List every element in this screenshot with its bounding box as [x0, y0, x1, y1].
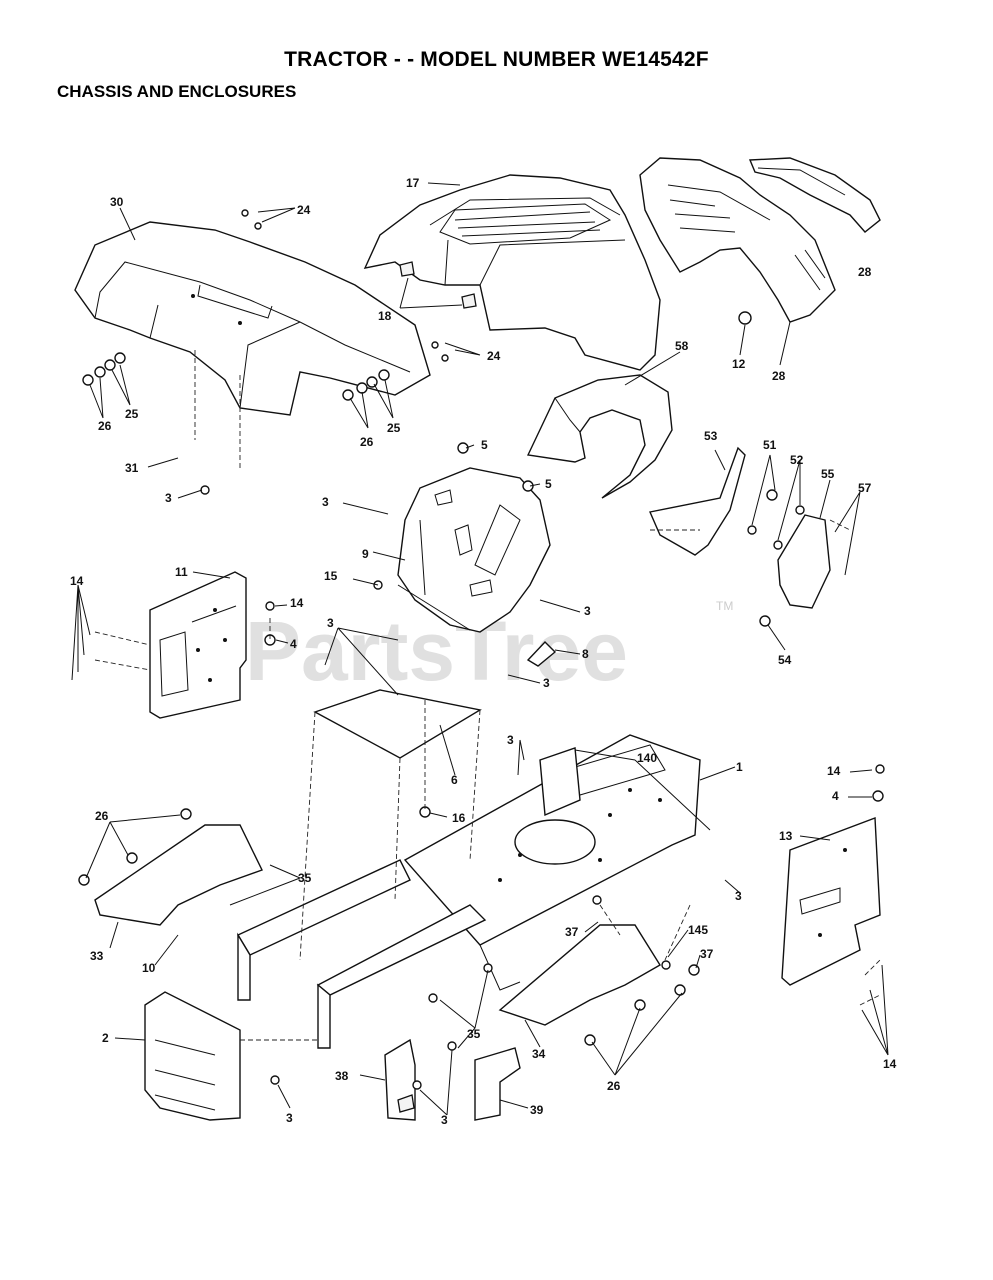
callout-5: 5	[481, 438, 488, 452]
callout-145: 145	[688, 923, 708, 937]
callouts: 17 30 24 28 18 24 12 28 58 25 26 25 26 5…	[70, 176, 897, 1127]
callout-4: 4	[832, 789, 839, 803]
hood	[363, 174, 661, 371]
callout-38: 38	[335, 1069, 349, 1083]
diagram-title: TRACTOR - - MODEL NUMBER WE14542F	[284, 48, 709, 71]
leader-lines	[71, 182, 889, 1116]
callout-3: 3	[543, 676, 550, 690]
callout-25: 25	[387, 421, 401, 435]
callout-24: 24	[487, 349, 501, 363]
callout-14: 14	[290, 596, 304, 610]
watermark-tm: TM	[716, 599, 733, 613]
callout-12: 12	[732, 357, 746, 371]
callout-33: 33	[90, 949, 104, 963]
front-bracket	[539, 747, 581, 817]
callout-37: 37	[565, 925, 579, 939]
callout-14: 14	[70, 574, 84, 588]
callout-28: 28	[858, 265, 872, 279]
watermark: PartsTree	[245, 604, 628, 698]
callout-35: 35	[467, 1027, 481, 1041]
callout-26: 26	[98, 419, 112, 433]
callout-39: 39	[530, 1103, 544, 1117]
rear-fender	[74, 221, 431, 416]
callout-3: 3	[165, 491, 172, 505]
callout-3: 3	[507, 733, 514, 747]
right-footrest	[498, 924, 661, 1026]
callout-4: 4	[290, 637, 297, 651]
left-footrest	[94, 824, 263, 926]
callout-1: 1	[736, 760, 743, 774]
callout-30: 30	[110, 195, 124, 209]
callout-5: 5	[545, 477, 552, 491]
dash-shield	[526, 374, 673, 499]
callout-35: 35	[298, 871, 312, 885]
callout-3: 3	[735, 889, 742, 903]
callout-55: 55	[821, 467, 835, 481]
callout-51: 51	[763, 438, 777, 452]
brackets-51-57	[649, 446, 831, 609]
bracket-39	[474, 1047, 521, 1121]
callout-52: 52	[790, 453, 804, 467]
callout-3: 3	[286, 1111, 293, 1125]
callout-9: 9	[362, 547, 369, 561]
callout-25: 25	[125, 407, 139, 421]
callout-18: 18	[378, 309, 392, 323]
callout-54: 54	[778, 653, 792, 667]
bracket-38	[384, 1038, 416, 1121]
callout-57: 57	[858, 481, 872, 495]
callout-28: 28	[772, 369, 786, 383]
callout-10: 10	[142, 961, 156, 975]
left-side-panel	[149, 571, 247, 719]
callout-3: 3	[441, 1113, 448, 1127]
callout-17: 17	[406, 176, 420, 190]
callout-31: 31	[125, 461, 139, 475]
grille-panel	[639, 157, 881, 323]
callout-14: 14	[883, 1057, 897, 1071]
diagram-subtitle: CHASSIS AND ENCLOSURES	[57, 82, 297, 101]
callout-58: 58	[675, 339, 689, 353]
callout-15: 15	[324, 569, 338, 583]
callout-26: 26	[607, 1079, 621, 1093]
callout-24: 24	[297, 203, 311, 217]
callout-3: 3	[327, 616, 334, 630]
callout-26: 26	[360, 435, 374, 449]
main-frame	[236, 734, 701, 1049]
callout-53: 53	[704, 429, 718, 443]
floor-plate	[313, 689, 482, 759]
front-plate	[144, 991, 241, 1121]
callout-6: 6	[451, 773, 458, 787]
callout-26: 26	[95, 809, 109, 823]
callout-3: 3	[584, 604, 591, 618]
callout-13: 13	[779, 829, 793, 843]
callout-3: 3	[322, 495, 329, 509]
callout-14: 14	[827, 764, 841, 778]
assembly-lines	[94, 350, 881, 1041]
fasteners	[78, 209, 885, 1090]
callout-37: 37	[700, 947, 714, 961]
callout-8: 8	[582, 647, 589, 661]
right-side-panel	[781, 817, 881, 986]
dashboard-panel	[397, 467, 551, 633]
clip-8	[526, 640, 557, 667]
callout-34: 34	[532, 1047, 546, 1061]
callout-16: 16	[452, 811, 466, 825]
callout-11: 11	[175, 565, 188, 579]
callout-140: 140	[637, 751, 657, 765]
callout-2: 2	[102, 1031, 109, 1045]
